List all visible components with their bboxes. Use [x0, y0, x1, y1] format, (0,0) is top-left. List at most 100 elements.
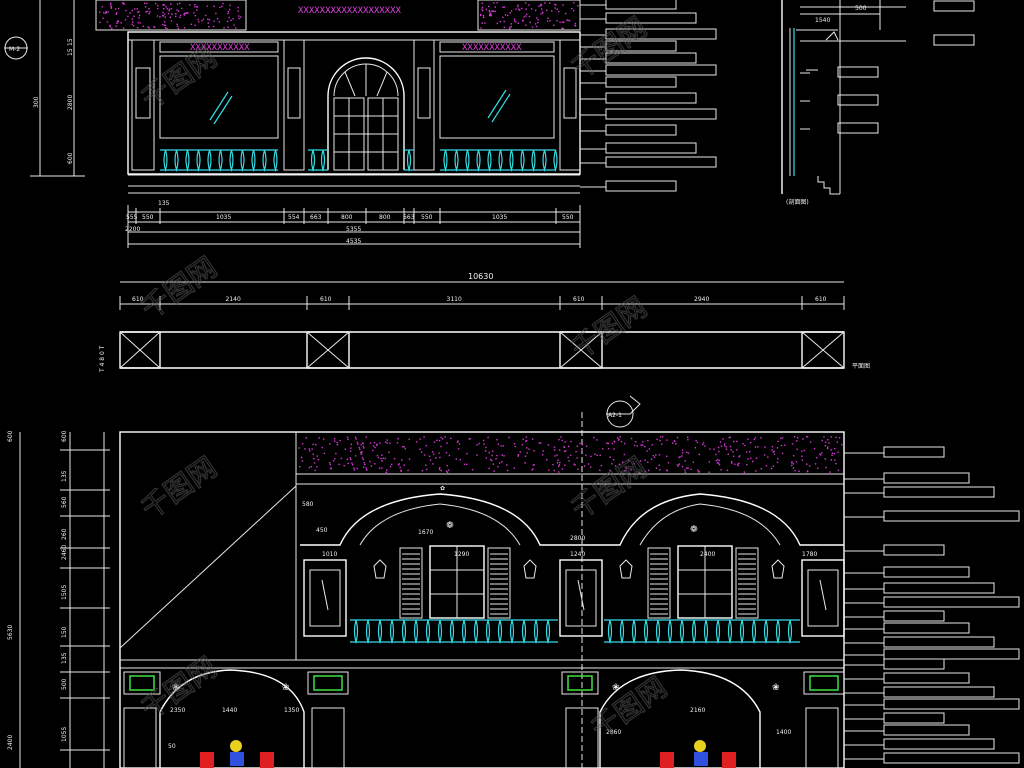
hatch-dot: [600, 465, 603, 467]
hatch-dot: [624, 469, 626, 472]
hatch-dot: [458, 443, 461, 445]
leader-note-box: [837, 94, 879, 106]
baluster: [320, 149, 326, 173]
hatch-dot: [124, 19, 127, 21]
hatch-dot: [357, 443, 359, 445]
dim-row1-label: 554: [288, 214, 300, 221]
hatch-dot: [164, 16, 166, 18]
baluster: [691, 619, 697, 645]
baluster: [509, 619, 515, 645]
hatch-dot: [517, 22, 519, 24]
hatch-dot: [838, 437, 841, 439]
hatch-dot: [170, 8, 173, 10]
hatch-dot: [170, 20, 173, 22]
hatch-dot: [538, 5, 540, 8]
hatch-dot: [403, 464, 405, 466]
hatch-dot: [489, 14, 491, 17]
cornice-block-right: [477, 0, 581, 31]
hatch-dot: [518, 8, 520, 10]
hatch-dot: [363, 447, 365, 449]
hatch-dot: [802, 438, 804, 440]
hatch-dot: [644, 459, 646, 461]
hatch-dot: [353, 467, 355, 469]
hatch-dot: [353, 469, 356, 471]
lower-arch-left: [159, 669, 305, 768]
hatch-dot: [558, 10, 560, 13]
hatch-dot: [596, 439, 598, 441]
cornice-block-left: [95, 0, 247, 31]
hatch-dot: [136, 8, 138, 10]
plan-total: 10630: [468, 272, 493, 281]
elevation-marker-m2: M-2: [4, 36, 28, 60]
leader-note-box: [883, 672, 970, 684]
hatch-dot: [181, 7, 183, 9]
top-window-left: [159, 55, 279, 139]
hatch-dot: [607, 447, 610, 450]
hatch-dot: [567, 19, 569, 21]
hatch-dot: [806, 463, 808, 465]
hatch-dot: [488, 5, 490, 8]
leader-note-box: [605, 64, 717, 76]
planter-pot-right: [694, 752, 708, 766]
hatch-dot: [508, 436, 510, 439]
hatch-dot: [206, 5, 208, 7]
baluster: [251, 149, 256, 173]
hatch-dot: [704, 445, 706, 447]
hatch-dot: [720, 445, 723, 447]
leader-note-box: [883, 544, 945, 556]
hatch-dot: [456, 441, 459, 443]
hatch-dot: [499, 462, 501, 464]
hatch-dot: [525, 440, 527, 442]
hatch-dot: [365, 467, 367, 469]
hatch-dot: [189, 4, 191, 6]
hatch-dot: [728, 436, 730, 439]
hatch-dot: [163, 21, 166, 23]
hatch-dot: [117, 7, 120, 10]
hatch-dot: [491, 10, 493, 12]
hatch-dot: [127, 15, 129, 18]
hatch-dot: [162, 23, 164, 26]
hatch-dot: [558, 464, 561, 466]
baluster: [389, 619, 395, 645]
hatch-dot: [496, 2, 498, 4]
hatch-dot: [144, 6, 147, 8]
hatch-dot: [547, 444, 550, 446]
hatch-dot: [115, 13, 117, 15]
hatch-dot: [503, 20, 505, 23]
hatch-dot: [510, 10, 513, 12]
hatch-dot: [659, 439, 661, 442]
hatch-dot: [765, 465, 768, 467]
hatch-dot: [531, 469, 533, 471]
hatch-dot: [531, 26, 534, 28]
hatch-dot: [767, 456, 769, 458]
hatch-dot: [684, 471, 687, 473]
hatch-dot: [400, 470, 402, 473]
hatch-dot: [208, 19, 211, 21]
hatch-dot: [678, 463, 680, 465]
hatch-dot: [611, 442, 614, 445]
hatch-dot: [531, 438, 534, 440]
hatch-dot: [713, 448, 715, 450]
hatch-dot: [563, 446, 565, 448]
hatch-dot: [541, 8, 543, 10]
arch-dim-label: 2800: [570, 535, 585, 542]
hatch-dot: [555, 4, 557, 6]
hatch-dot: [596, 454, 598, 456]
red-block-1: [200, 752, 214, 768]
hatch-dot: [656, 438, 658, 441]
hatch-dot: [381, 460, 383, 462]
hatch-dot: [563, 450, 566, 453]
hatch-dot: [176, 3, 179, 5]
hatch-dot: [207, 22, 209, 24]
hatch-dot: [340, 457, 343, 460]
hatch-dot: [528, 448, 530, 450]
hatch-dot: [492, 450, 494, 452]
hatch-dot: [796, 440, 798, 442]
leader-note-box: [605, 12, 697, 24]
hatch-dot: [536, 17, 538, 19]
hatch-dot: [687, 439, 689, 441]
hatch-dot: [568, 20, 571, 22]
roof-slope: [119, 485, 297, 649]
